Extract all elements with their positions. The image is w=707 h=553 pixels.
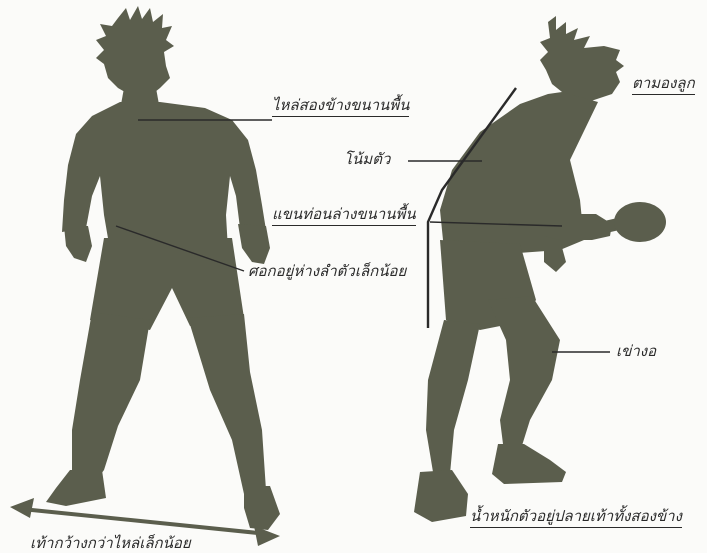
- label-weight-on-balls: น้ำหนักตัวอยู่ปลายเท้าทั้งสองข้าง: [470, 507, 682, 528]
- label-knees-bent: เข่างอ: [616, 342, 656, 360]
- label-elbows-off-body: ศอกอยู่ห่างลำตัวเล็กน้อย: [248, 262, 406, 280]
- label-lean-forward: โน้มตัว: [344, 150, 390, 168]
- label-forearm-parallel: แขนท่อนล่างขนานพื้น: [272, 205, 416, 226]
- side-player-silhouette: [414, 16, 666, 522]
- label-shoulders-level: ไหล่สองข้างขนานพื้น: [272, 96, 409, 117]
- label-feet-wider: เท้ากว้างกว่าไหล่เล็กน้อย: [30, 534, 191, 552]
- front-player-silhouette: [46, 6, 280, 530]
- label-eyes-on-ball: ตามองลูก: [632, 74, 695, 95]
